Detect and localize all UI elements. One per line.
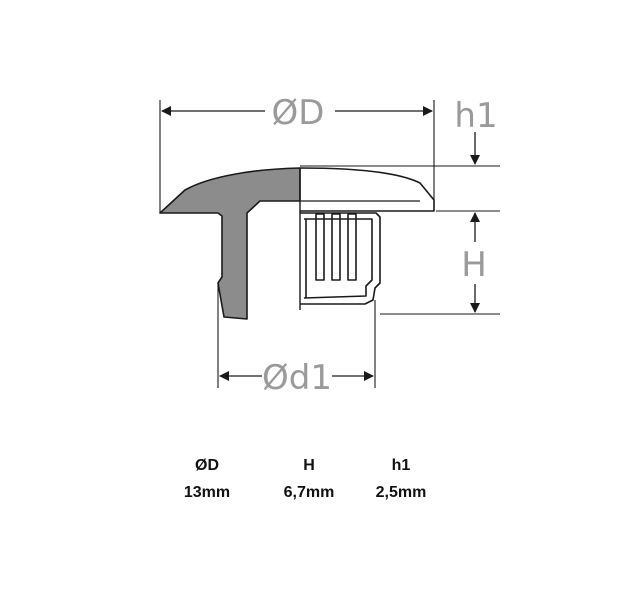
spec-value: 13mm <box>183 484 231 501</box>
spec-label: H <box>303 457 315 474</box>
spec-value: 6,7mm <box>283 484 335 501</box>
spec-value: 2,5mm <box>375 484 427 501</box>
head-height-label: h1 <box>454 96 497 136</box>
spec-label: h1 <box>391 457 411 474</box>
shaft-outline <box>300 212 381 305</box>
cap-head-outline <box>299 167 435 212</box>
outer-diameter-label: ØD <box>272 93 325 133</box>
extension-lines <box>159 100 500 388</box>
shaft-diameter-label: Ød1 <box>262 358 332 398</box>
cap-cross-section <box>159 167 301 320</box>
spec-label: ØD <box>195 457 219 474</box>
spec-outer-diameter: ØD 13mm <box>176 452 238 506</box>
spec-shaft-height: H 6,7mm <box>276 452 342 506</box>
dimension-arrows <box>161 106 480 381</box>
spec-head-height: h1 2,5mm <box>368 452 434 506</box>
shaft-height-label: H <box>461 245 487 285</box>
